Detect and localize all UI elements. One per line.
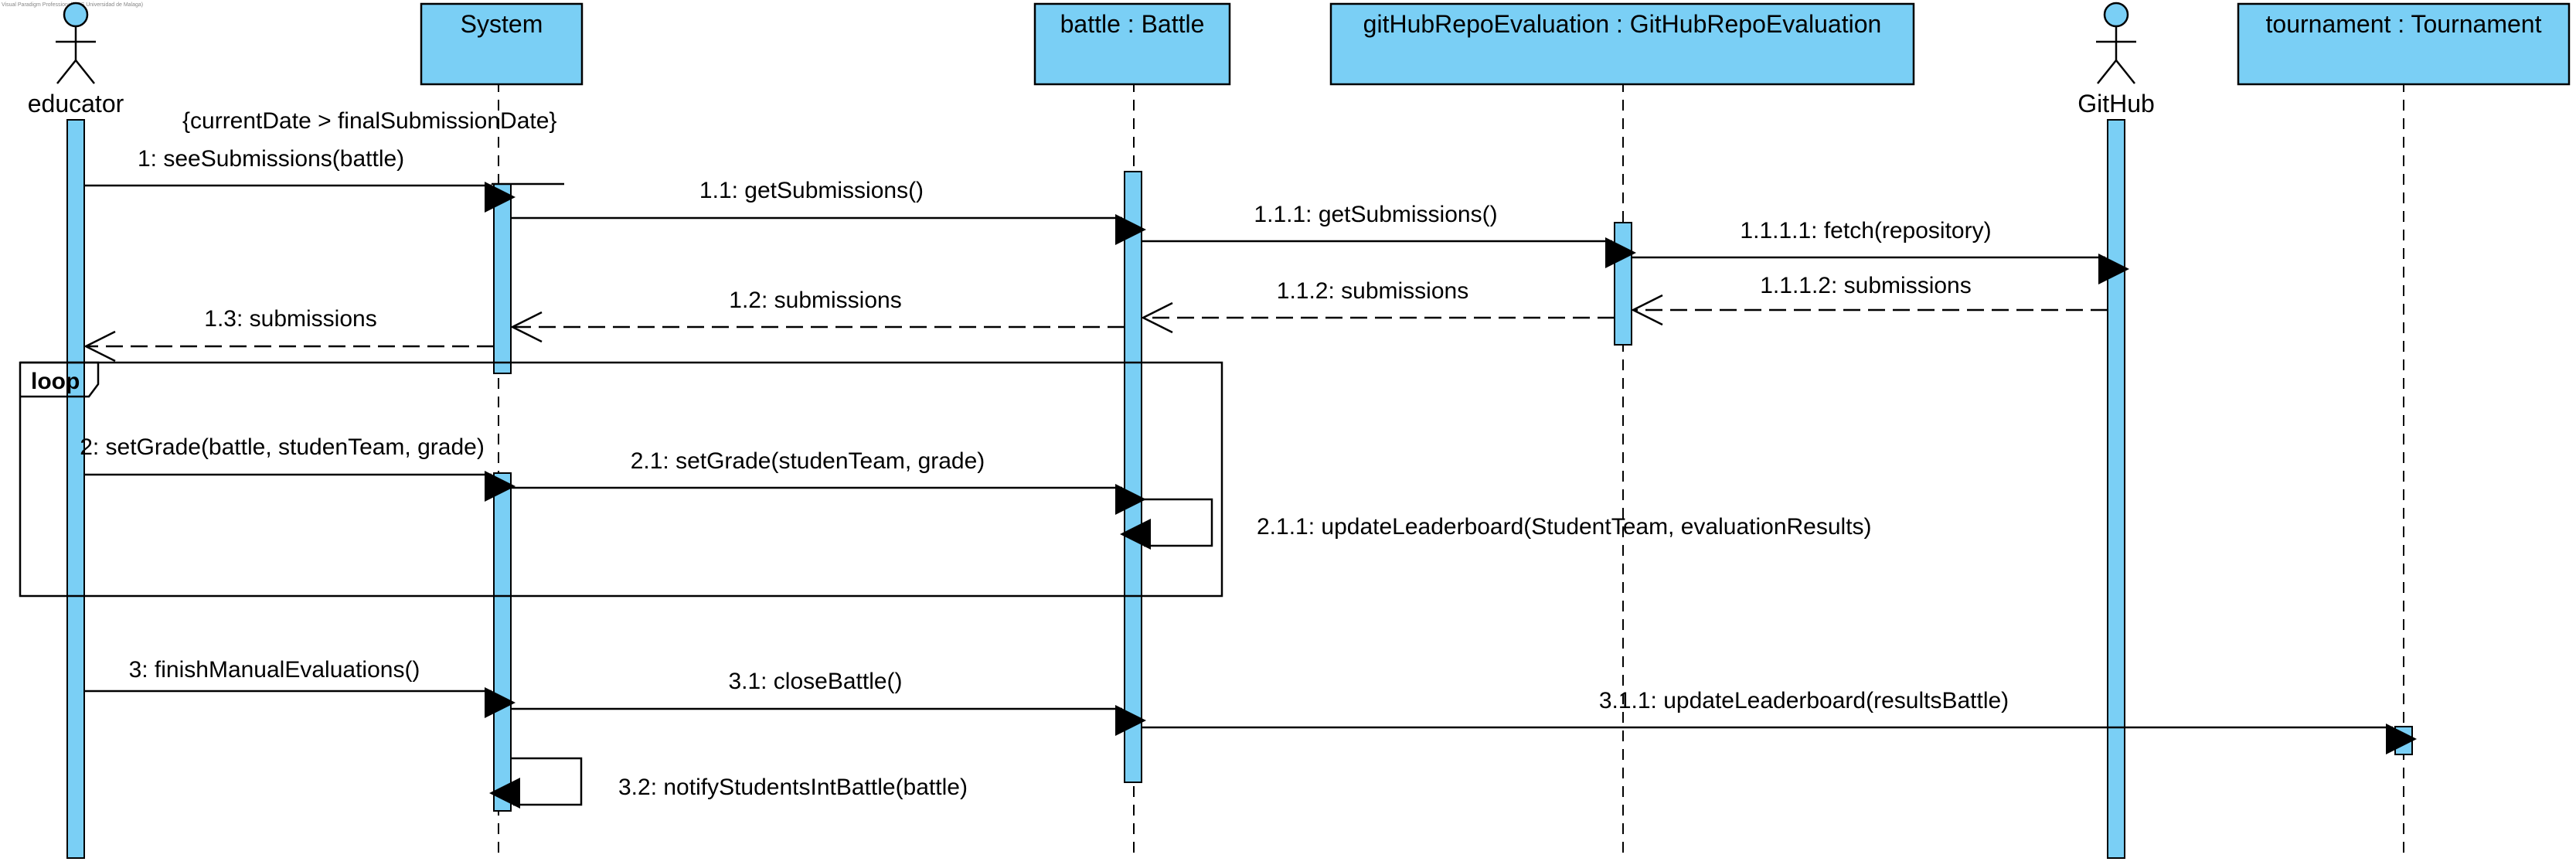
message-1-1-1-1-label: 1.1.1.1: fetch(repository) xyxy=(1740,218,1991,243)
loop-fragment-tab xyxy=(20,361,100,398)
tournament-activation-bar xyxy=(2394,726,2413,755)
message-3-label: 3: finishManualEvaluations() xyxy=(129,657,420,683)
battle-lifeline-head[interactable] xyxy=(1033,2,1231,86)
tournament-label: tournament : Tournament xyxy=(2266,10,2542,38)
system-activation-2 xyxy=(493,472,512,812)
battle-label: battle : Battle xyxy=(1060,10,1205,38)
github-activation-bar xyxy=(2107,119,2125,859)
repo-eval-label: gitHubRepoEvaluation : GitHubRepoEvaluat… xyxy=(1363,10,1882,38)
message-1-1-1-2-label: 1.1.1.2: submissions xyxy=(1760,273,1971,298)
message-3-1-label: 3.1: closeBattle() xyxy=(728,669,902,694)
message-1-3-label: 1.3: submissions xyxy=(204,306,376,332)
message-1-1-1-label: 1.1.1: getSubmissions() xyxy=(1254,202,1497,227)
educator-label: educator xyxy=(28,90,124,117)
github-label: GitHub xyxy=(2077,90,2155,117)
repo-eval-lifeline-head[interactable] xyxy=(1329,2,1915,86)
educator-activation-bar xyxy=(66,119,85,859)
system-lifeline-head[interactable] xyxy=(420,2,584,86)
message-2-1-1-label: 2.1.1: updateLeaderboard(StudentTeam, ev… xyxy=(1257,514,1872,540)
repo-eval-activation-bar xyxy=(1614,222,1632,346)
battle-activation-bar xyxy=(1124,171,1142,783)
github-actor-icon[interactable] xyxy=(2096,2,2136,84)
loop-operator-label: loop xyxy=(31,369,80,394)
tournament-lifeline-head[interactable] xyxy=(2237,2,2571,86)
message-1-1-label: 1.1: getSubmissions() xyxy=(699,178,924,203)
guard-condition: {currentDate > finalSubmissionDate} xyxy=(182,108,556,134)
message-1-label: 1: seeSubmissions(battle) xyxy=(138,146,404,172)
system-activation-1 xyxy=(493,183,512,374)
message-2-1-label: 2.1: setGrade(studenTeam, grade) xyxy=(631,448,985,474)
message-1-1-2-label: 1.1.2: submissions xyxy=(1277,278,1468,304)
system-label: System xyxy=(461,10,543,38)
message-3-2-label: 3.2: notifyStudentsIntBattle(battle) xyxy=(618,775,968,800)
message-1-2-label: 1.2: submissions xyxy=(729,288,901,313)
message-3-1-1-label: 3.1.1: updateLeaderboard(resultsBattle) xyxy=(1599,688,2009,713)
message-2-label: 2: setGrade(battle, studenTeam, grade) xyxy=(80,434,485,460)
message-3-2-arrow xyxy=(489,757,583,809)
loop-fragment xyxy=(19,361,1223,598)
educator-actor-icon[interactable] xyxy=(56,2,96,84)
message-2-1-1-arrow xyxy=(1120,498,1213,550)
